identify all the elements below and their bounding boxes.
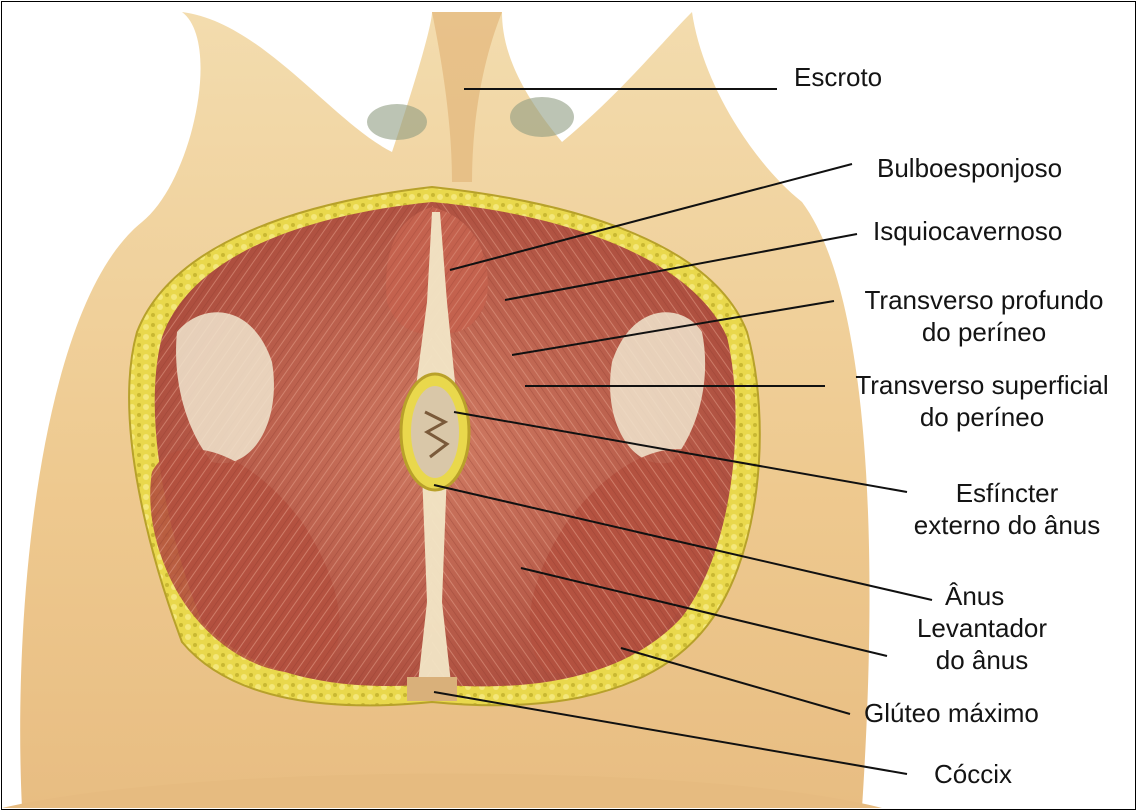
label-transverso-superficial-line2: do períneo: [830, 401, 1134, 433]
label-transverso-profundo: Transverso profundo do períneo: [838, 284, 1130, 348]
label-transverso-superficial-line1: Transverso superficial: [830, 369, 1134, 401]
label-levantador-line2: do ânus: [882, 644, 1082, 676]
label-isquiocavernoso: Isquiocavernoso: [873, 215, 1062, 247]
label-escroto: Escroto: [794, 61, 882, 93]
label-anus: Ânus: [945, 580, 1004, 612]
anus: [401, 374, 469, 490]
label-transverso-profundo-line2: do períneo: [838, 316, 1130, 348]
label-transverso-profundo-line1: Transverso profundo: [838, 284, 1130, 316]
label-coccix: Cóccix: [934, 758, 1012, 790]
label-levantador-line1: Levantador: [882, 612, 1082, 644]
label-esfincter-line1: Esfíncter: [907, 477, 1107, 509]
label-levantador: Levantador do ânus: [882, 612, 1082, 676]
label-esfincter: Esfíncter externo do ânus: [907, 477, 1107, 541]
label-bulboesponjoso: Bulboesponjoso: [877, 152, 1062, 184]
label-transverso-superficial: Transverso superficial do períneo: [830, 369, 1134, 433]
label-esfincter-line2: externo do ânus: [907, 509, 1107, 541]
label-gluteo: Glúteo máximo: [864, 697, 1039, 729]
